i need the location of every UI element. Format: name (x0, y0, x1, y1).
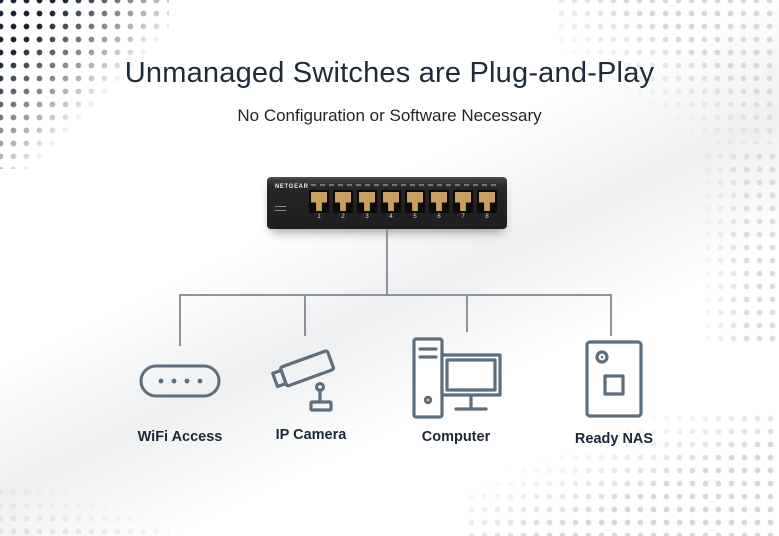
connector-trunk-line (386, 229, 388, 295)
ethernet-port (429, 190, 449, 213)
halftone-dots-bottom-right (465, 412, 779, 536)
port-number: 3 (365, 214, 369, 220)
ethernet-port (309, 190, 329, 213)
port-number: 2 (341, 214, 345, 220)
ethernet-port (381, 190, 401, 213)
device-label-computer: Computer (421, 429, 491, 445)
page-subtitle: No Configuration or Software Necessary (237, 106, 542, 125)
nas-icon (581, 338, 647, 422)
ethernet-port-row (309, 190, 503, 213)
ip-camera-icon (270, 340, 354, 422)
ethernet-port (357, 190, 377, 213)
spec-text-line (311, 184, 499, 186)
connector-drop-computer (466, 294, 468, 332)
ethernet-port (477, 190, 497, 213)
halftone-dots-mid-right (688, 150, 779, 345)
port-number: 4 (389, 214, 393, 220)
port-number: 6 (437, 214, 441, 220)
ethernet-port (405, 190, 425, 213)
ethernet-port (453, 190, 473, 213)
wifi-access-icon (138, 363, 222, 399)
connector-drop-camera (304, 294, 306, 336)
halftone-dots-top-left (0, 0, 169, 169)
port-number: 7 (461, 214, 465, 220)
port-panel: 1 2 3 4 5 6 7 8 (309, 184, 503, 220)
device-label-camera: IP Camera (275, 427, 347, 443)
device-label-nas: Ready NAS (574, 431, 654, 447)
computer-icon (404, 334, 508, 426)
status-led-panel (275, 203, 286, 214)
halftone-dots-bottom-left (0, 486, 169, 536)
page-title: Unmanaged Switches are Plug-and-Play (124, 57, 655, 89)
port-number: 5 (413, 214, 417, 220)
connector-bus-line (179, 294, 612, 296)
halftone-dots-top-right (555, 0, 779, 144)
port-number: 1 (317, 214, 321, 220)
connector-drop-wifi (179, 294, 181, 346)
device-label-wifi: WiFi Access (137, 429, 223, 445)
port-number-row: 1 2 3 4 5 6 7 8 (309, 214, 503, 220)
ethernet-port (333, 190, 353, 213)
network-switch-device: NETGEAR 1 2 3 4 5 6 7 8 (267, 177, 507, 229)
port-number: 8 (485, 214, 489, 220)
netgear-brand-label: NETGEAR (275, 184, 309, 190)
connector-drop-nas (610, 294, 612, 336)
